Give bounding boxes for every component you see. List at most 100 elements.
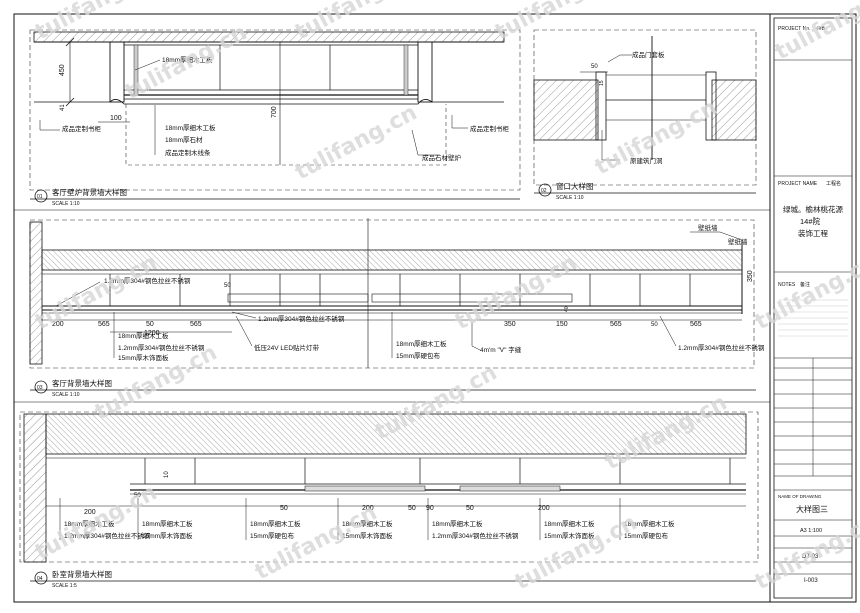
project-name-label: PROJECT NAME xyxy=(778,181,818,187)
dim-50b: 50 xyxy=(280,505,288,512)
detail-scale-living-wall: SCALE 1:10 xyxy=(52,392,80,398)
project-title-line2: 14#院 xyxy=(800,216,821,226)
dim-50a: 50 xyxy=(146,321,154,328)
label-hard3: 15mm厚硬包布 xyxy=(250,531,295,540)
label-board3: 18mm厚细木工板 xyxy=(250,519,301,528)
dim-41: 41 xyxy=(60,104,66,111)
dim-150: 150 xyxy=(556,321,568,328)
dim-450: 450 xyxy=(59,64,66,76)
label-veneer4: 15mm厚木饰面板 xyxy=(342,531,393,540)
drawing-name-label: NAME OF DRAWING xyxy=(778,494,822,499)
label-steel-d: 1.2mm厚304#钢色拉丝不锈钢 xyxy=(678,343,765,352)
label-v-slot: 4m'm "V" 字缝 xyxy=(480,345,522,354)
watermark-5: tulifang.cn xyxy=(771,0,860,65)
drawing-name-value: 大样图三 xyxy=(796,504,828,514)
label-board5: 18mm厚细木工板 xyxy=(432,519,483,528)
label-board-top: 18mm厚细木工板 xyxy=(162,55,213,64)
detail-title-living-wall: 客厅背景墙大样图 xyxy=(52,378,112,388)
sheet-no-value: I-003 xyxy=(804,578,818,584)
label-wallpaper-right: 壁纸墙 xyxy=(728,237,748,246)
label-steel-b: 1.2mm厚304#钢色拉丝不锈钢 xyxy=(258,314,345,323)
detail-fireplace: 450 41 700 100 18mm厚细木工板 成品定制书柜 成品定制书柜 1… xyxy=(29,29,521,207)
label-hard-pack: 15mm厚硬包布 xyxy=(396,351,441,360)
dim-40: 40 xyxy=(564,306,570,312)
detail-title-door: 窗口大样图 xyxy=(556,181,594,191)
label-cabinet-left: 成品定制书柜 xyxy=(62,124,102,133)
detail-title-fireplace: 客厅壁炉背景墙大样图 xyxy=(52,187,127,197)
label-wallpaper: 壁纸墙 xyxy=(698,223,718,232)
dim-565d: 565 xyxy=(690,321,702,328)
label-cabinet-right: 成品定制书柜 xyxy=(470,124,510,133)
watermark-7: tulifang.cn xyxy=(591,95,721,180)
label-stone-fireplace: 成品石材壁炉 xyxy=(422,153,462,162)
watermark-10: tulifang.cn xyxy=(751,250,860,335)
dim-200b: 200 xyxy=(362,505,374,512)
dim-90: 90 xyxy=(426,505,434,512)
detail-title-bedroom-wall: 卧室背景墙大样图 xyxy=(52,569,112,579)
label-veneer6: 15mm厚木饰面板 xyxy=(544,531,595,540)
notes-value: 备注 xyxy=(800,281,810,288)
watermark-15: tulifang.cn xyxy=(251,500,381,585)
detail-scale-bedroom-wall: SCALE 1:5 xyxy=(52,583,77,589)
label-steel5: 1.2mm厚304#钢色拉丝不锈钢 xyxy=(432,531,519,540)
detail-number-03: 03 xyxy=(37,385,43,391)
project-name-value: 工程名 xyxy=(826,180,841,187)
label-steel-c: 1.2mm厚304#钢色拉丝不锈钢 xyxy=(118,343,205,352)
detail-number-02: 02 xyxy=(541,188,547,194)
dim-565a: 565 xyxy=(98,321,110,328)
scale-value: A3 1:100 xyxy=(800,528,822,534)
label-hard7: 15mm厚硬包布 xyxy=(624,531,669,540)
title-block: PROJECT No. 4#B PROJECT NAME 工程名 绿城。榆林桃花… xyxy=(773,17,853,599)
dim-100: 100 xyxy=(110,115,122,122)
dim-door-50: 50 xyxy=(591,64,598,70)
dim-10: 10 xyxy=(164,471,170,478)
dim-200c: 200 xyxy=(538,505,550,512)
dim-50c: 50 xyxy=(651,322,658,328)
notes-label: NOTES xyxy=(778,282,796,288)
label-board6: 18mm厚细木工板 xyxy=(544,519,595,528)
label-door-cover: 成品门套板 xyxy=(632,50,665,59)
detail-scale-door: SCALE 1:10 xyxy=(556,195,584,201)
dim-50c: 50 xyxy=(408,505,416,512)
sheet-border xyxy=(13,13,857,603)
dim-565c: 565 xyxy=(610,321,622,328)
label-steel-a: 1.2mm厚304#钢色拉丝不锈钢 xyxy=(104,276,191,285)
dim-200: 200 xyxy=(52,321,64,328)
label-veneer2: 15mm厚木饰面板 xyxy=(142,531,193,540)
detail-scale-fireplace: SCALE 1:10 xyxy=(52,201,80,207)
detail-bedroom-wall: 10 200 50 50 200 50 90 50 200 18mm厚细木工板 … xyxy=(19,411,759,589)
label-led: 低压24V LED贴片灯带 xyxy=(254,343,320,352)
dim-565b: 565 xyxy=(190,321,202,328)
dim-50d: 50 xyxy=(466,505,474,512)
label-raw-opening: 原建筑门洞 xyxy=(630,156,663,165)
dim-350v: 350 xyxy=(747,270,754,282)
dim-200a: 200 xyxy=(84,509,96,516)
label-veneer: 15mm厚木饰面板 xyxy=(118,353,169,362)
label-board: 18mm厚细木工板 xyxy=(118,331,169,340)
label-steel1: 1.2mm厚304#钢色拉丝不锈钢 xyxy=(64,531,151,540)
dim-door-15: 15 xyxy=(599,80,605,86)
label-line: 成品定制木线条 xyxy=(165,148,211,157)
detail-number-01: 01 xyxy=(37,194,43,200)
label-board1: 18mm厚细木工板 xyxy=(64,519,115,528)
dim-1200: 1200 xyxy=(144,330,160,337)
project-title-line3: 装饰工程 xyxy=(798,228,828,238)
project-no-label: PROJECT No. xyxy=(778,26,810,32)
label-board-mid: 18mm厚细木工板 xyxy=(165,123,216,132)
dim-50b: 50 xyxy=(224,283,231,289)
detail-number-04: 04 xyxy=(37,576,43,582)
label-board-r: 18mm厚细木工板 xyxy=(396,339,447,348)
watermark-3: tulifang.cn xyxy=(491,0,621,45)
label-board7: 18mm厚细木工板 xyxy=(624,519,675,528)
drawing-no-value: DT-03 xyxy=(802,554,819,560)
detail-door: 50 15 成品门套板 原建筑门洞 02 窗口大样图 SCALE 1:10 xyxy=(533,29,757,201)
label-board4: 18mm厚细木工板 xyxy=(342,519,393,528)
label-board2: 18mm厚细木工板 xyxy=(142,519,193,528)
watermark-6: tulifang.cn xyxy=(291,100,421,185)
label-stone: 18mm厚石材 xyxy=(165,135,203,144)
detail-living-wall: 200 565 50 565 1200 50 350 150 565 565 5… xyxy=(29,218,765,398)
project-no-value: 4#B xyxy=(816,26,826,32)
dim-350: 350 xyxy=(504,321,516,328)
